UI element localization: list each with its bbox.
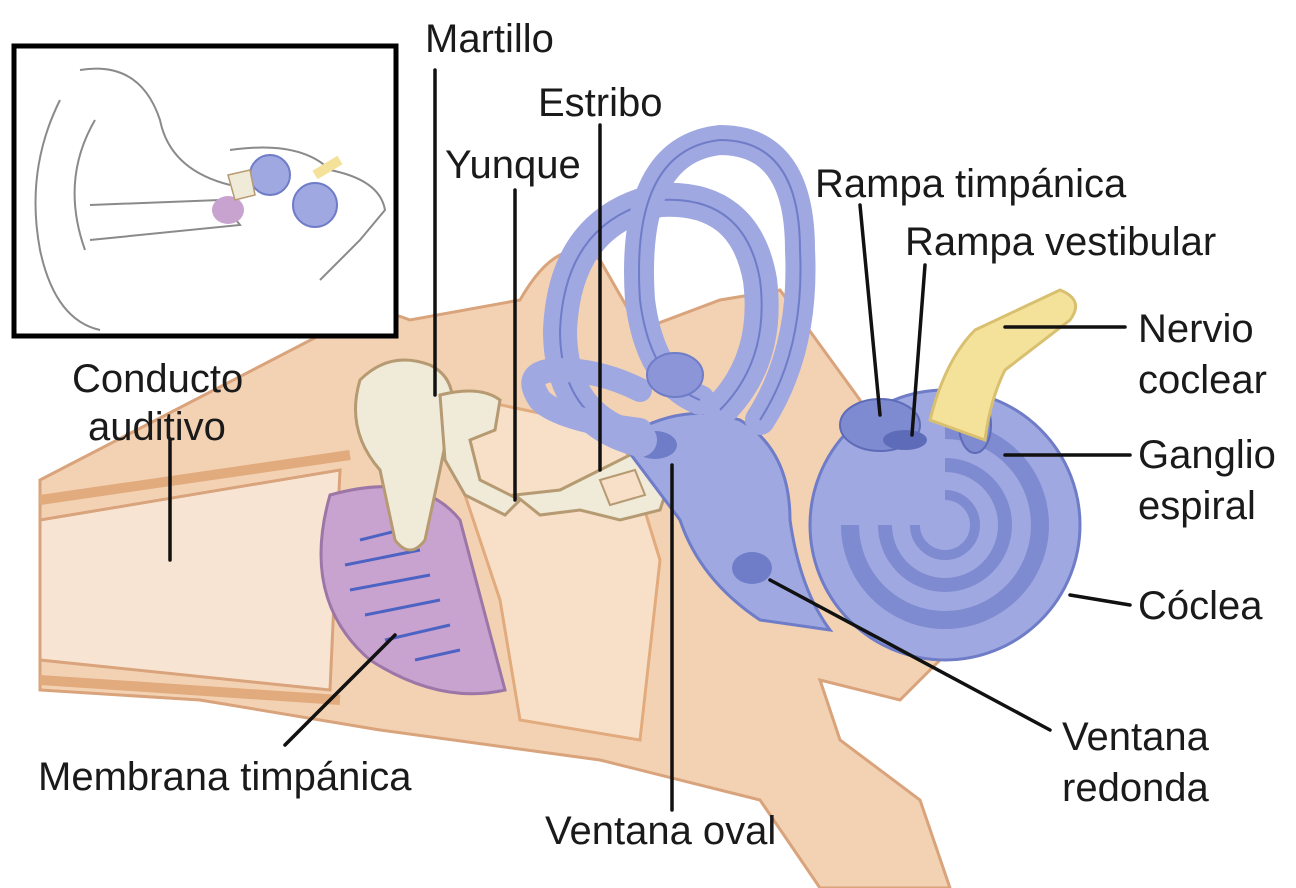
inset-cochlea [293,183,337,227]
label-conducto-auditivo-line2: auditivo [88,405,226,449]
label-martillo: Martillo [425,17,554,61]
round-window-shape [732,552,772,584]
inset-membrane [212,196,244,224]
label-membrana-timpanica: Membrana timpánica [38,755,412,799]
label-ganglio-espiral-line1: Ganglio [1138,433,1276,477]
label-ventana-oval: Ventana oval [545,809,776,853]
label-ventana-redonda-line2: redonda [1062,766,1210,810]
label-nervio-coclear-line2: coclear [1138,358,1267,402]
label-rampa-vestibular: Rampa vestibular [905,220,1216,264]
label-rampa-timpanica: Rampa timpánica [815,162,1127,206]
label-estribo: Estribo [538,81,663,125]
inset-overview [14,46,396,336]
label-conducto-auditivo-line1: Conducto [72,357,243,401]
inset-semicircular-canals [250,155,290,195]
label-coclea: Cóclea [1138,584,1263,628]
label-ventana-redonda-line1: Ventana [1062,715,1210,759]
label-nervio-coclear-line1: Nervio [1138,307,1254,351]
label-yunque: Yunque [445,143,581,187]
cochlea [810,390,1080,660]
label-ganglio-espiral-line2: espiral [1138,484,1256,528]
